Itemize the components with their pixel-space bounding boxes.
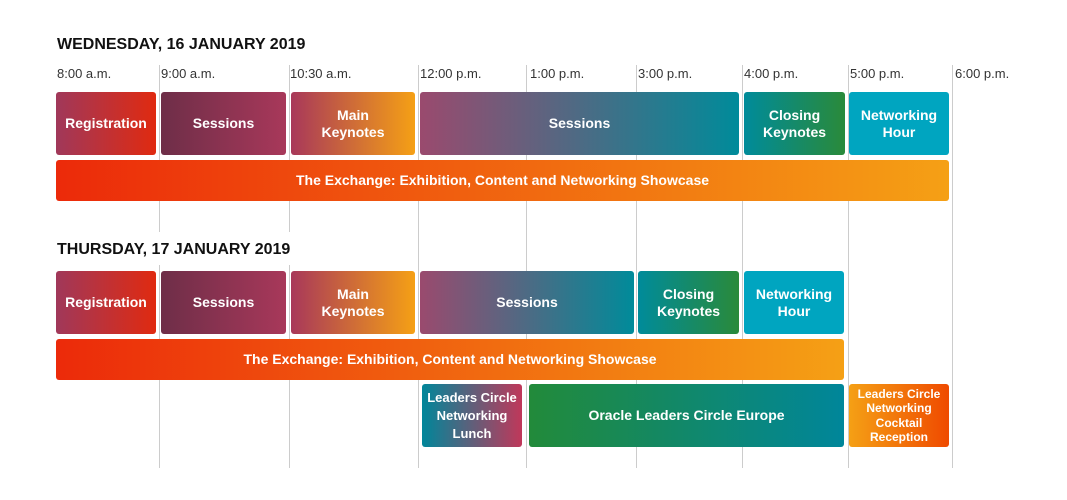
thu-exchange: The Exchange: Exhibition, Content and Ne… xyxy=(56,339,844,380)
time-label: 3:00 p.m. xyxy=(638,66,693,81)
thu-sessions-afternoon: Sessions xyxy=(420,271,634,334)
thu-sessions-morning: Sessions xyxy=(161,271,286,334)
time-label: 5:00 p.m. xyxy=(850,66,905,81)
day-title-wednesday: WEDNESDAY, 16 JANUARY 2019 xyxy=(57,36,306,53)
time-label: 6:00 p.m. xyxy=(955,66,1010,81)
thu-networking-hour: Networking Hour xyxy=(744,271,844,334)
time-label: 1:00 p.m. xyxy=(530,66,585,81)
wed-sessions-morning: Sessions xyxy=(161,92,286,155)
time-label: 4:00 p.m. xyxy=(744,66,799,81)
thu-leaders-cocktail: Leaders Circle Networking Cocktail Recep… xyxy=(849,384,949,447)
gridline xyxy=(742,65,743,468)
gridline xyxy=(289,65,290,232)
gridline xyxy=(526,65,527,468)
thu-closing-keynotes: Closing Keynotes xyxy=(638,271,739,334)
time-label: 8:00 a.m. xyxy=(57,66,112,81)
thu-leaders-lunch: Leaders Circle Networking Lunch xyxy=(422,384,522,447)
gridline xyxy=(636,65,637,468)
time-label: 10:30 a.m. xyxy=(290,66,352,81)
wed-sessions-afternoon: Sessions xyxy=(420,92,739,155)
wed-exchange: The Exchange: Exhibition, Content and Ne… xyxy=(56,160,949,201)
gridline xyxy=(418,65,419,468)
wed-closing-keynotes: Closing Keynotes xyxy=(744,92,845,155)
gridline xyxy=(952,65,953,468)
gridline xyxy=(848,65,849,468)
time-label: 9:00 a.m. xyxy=(161,66,216,81)
gridline xyxy=(159,65,160,232)
wed-networking-hour: Networking Hour xyxy=(849,92,949,155)
time-label: 12:00 p.m. xyxy=(420,66,482,81)
wed-registration: Registration xyxy=(56,92,156,155)
thu-main-keynotes: Main Keynotes xyxy=(291,271,415,334)
thu-registration: Registration xyxy=(56,271,156,334)
day-title-thursday: THURSDAY, 17 JANUARY 2019 xyxy=(57,241,291,258)
wed-main-keynotes: Main Keynotes xyxy=(291,92,415,155)
thu-oracle-leaders-circle: Oracle Leaders Circle Europe xyxy=(529,384,844,447)
